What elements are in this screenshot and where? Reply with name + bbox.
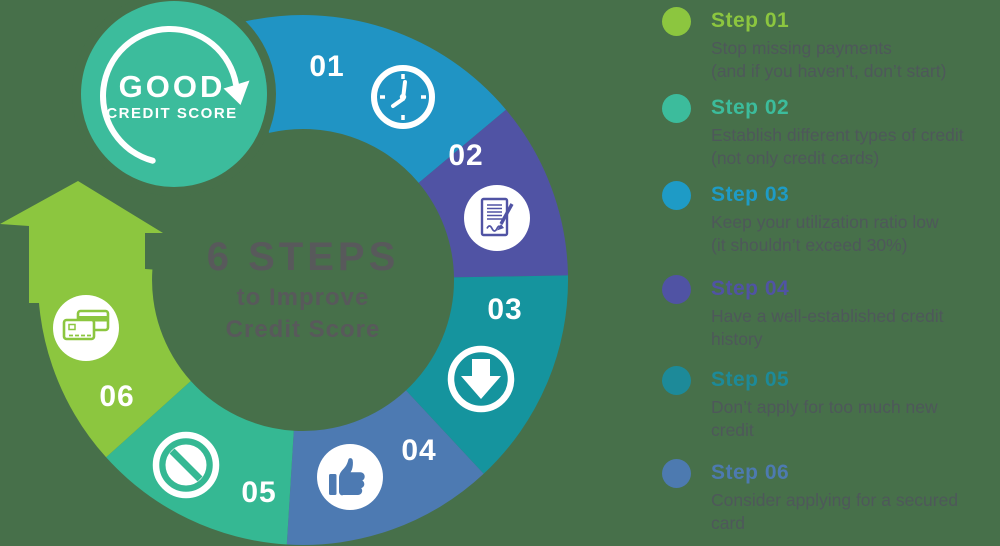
step-row-1: Step 01 Stop missing payments (and if you …	[662, 7, 946, 83]
step-heading: Step 03	[711, 183, 790, 206]
step-dot	[662, 459, 691, 488]
no-entry-icon	[152, 431, 220, 499]
step-heading: Step 04	[711, 277, 790, 300]
step-description-line1: Stop missing payments	[711, 38, 892, 58]
step-heading: Step 01	[711, 9, 790, 32]
wheel-center-caption: 6 STEPS to Improve Credit Score	[207, 235, 400, 343]
badge-cycle-arrowhead-icon	[223, 80, 250, 105]
step-heading: Step 02	[711, 96, 790, 119]
step-dot	[662, 275, 691, 304]
clock-icon	[371, 65, 435, 129]
wheel-segments-layer: 01 02 03 04 05 06	[0, 15, 569, 545]
step-row-4: Step 04 Have a well-established credit his…	[662, 275, 943, 351]
step-text: Step 04 Have a well-established credit his…	[711, 275, 943, 351]
badge-title: GOOD	[119, 69, 226, 104]
step-text: Step 01 Stop missing payments (and if you …	[711, 7, 946, 83]
step-description-line2: credit	[711, 420, 754, 440]
segment-number-01: 01	[309, 50, 344, 83]
step-description-line2: (it shouldn’t exceed 30%)	[711, 235, 908, 255]
good-credit-score-badge: GOOD CREDIT SCORE	[72, 0, 276, 196]
badge-gap-ring	[72, 0, 276, 196]
step-dot	[662, 7, 691, 36]
segment-number-03: 03	[487, 293, 522, 326]
step-dot	[662, 94, 691, 123]
segment-number-04: 04	[401, 434, 436, 467]
step-description-line2: (and if you haven’t, don’t start)	[711, 61, 947, 81]
wheel-subtitle-line2: Credit Score	[226, 316, 381, 343]
step-heading: Step 05	[711, 368, 790, 391]
step-row-2: Step 02 Establish different types of cred…	[662, 94, 964, 170]
step-description-line1: Have a well-established credit	[711, 306, 944, 326]
step-row-3: Step 03 Keep your utilization ratio low (i…	[662, 181, 939, 257]
step-description-line1: Don’t apply for too much new	[711, 397, 938, 417]
step-text: Step 02 Establish different types of cred…	[711, 94, 964, 170]
step-row-6: Step 06 Consider applying for a secured ca…	[662, 459, 958, 535]
step-text: Step 05 Don’t apply for too much new credi…	[711, 366, 938, 442]
segment-number-06: 06	[99, 380, 134, 413]
credit-score-wheel: 01 02 03 04 05 06 GOOD CREDIT SCORE 6 STEPS t…	[0, 0, 569, 545]
down-arrow-icon	[447, 345, 515, 413]
document-pen-icon	[464, 185, 530, 251]
step-description-line2: card	[711, 513, 746, 533]
step-description-line2: (not only credit cards)	[711, 148, 880, 168]
segment-number-05: 05	[241, 476, 276, 509]
step-dot	[662, 366, 691, 395]
step-row-5: Step 05 Don’t apply for too much new credi…	[662, 366, 938, 442]
thumbs-up-icon	[317, 444, 383, 510]
step-dot	[662, 181, 691, 210]
step-text: Step 03 Keep your utilization ratio low (i…	[711, 181, 939, 257]
step-heading: Step 06	[711, 461, 790, 484]
step-description-line1: Establish different types of credit	[711, 125, 964, 145]
step-description-line2: history	[711, 329, 763, 349]
segment-number-02: 02	[448, 139, 483, 172]
wheel-subtitle-line1: to Improve	[237, 284, 370, 311]
steps-list: Step 01 Stop missing payments (and if you …	[662, 0, 997, 546]
wheel-title: 6 STEPS	[207, 235, 400, 279]
step-text: Step 06 Consider applying for a secured ca…	[711, 459, 958, 535]
step-description-line1: Keep your utilization ratio low	[711, 212, 939, 232]
improvement-up-arrow	[0, 181, 163, 303]
step-description-line1: Consider applying for a secured	[711, 490, 959, 510]
badge-cycle-arrow-arc	[100, 25, 239, 164]
badge-subtitle: CREDIT SCORE	[106, 105, 237, 122]
credit-cards-icon	[53, 295, 119, 361]
